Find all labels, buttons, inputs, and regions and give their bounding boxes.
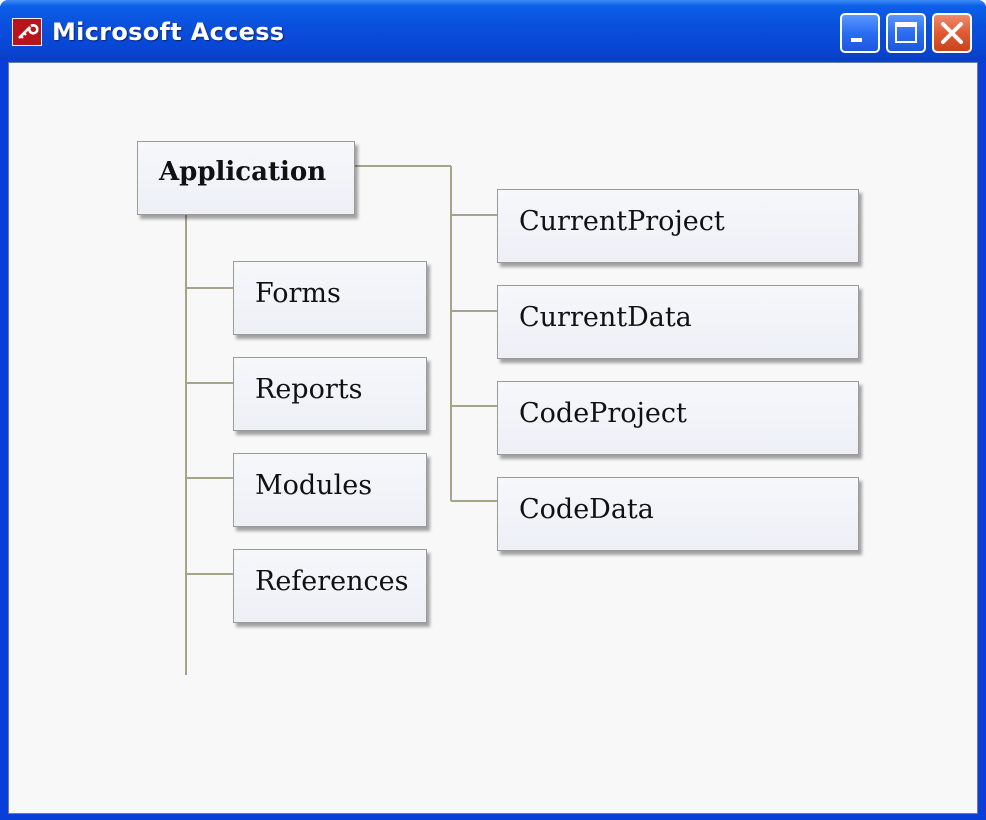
diagram-node-references: References <box>233 549 427 623</box>
node-label: CodeData <box>519 494 654 525</box>
diagram-node-forms: Forms <box>233 261 427 335</box>
node-label: Modules <box>255 470 373 501</box>
diagram-node-application: Application <box>137 141 355 215</box>
minimize-icon <box>851 38 862 42</box>
maximize-button[interactable] <box>886 13 926 53</box>
diagram-node-codeproject: CodeProject <box>497 381 859 455</box>
diagram-node-currentdata: CurrentData <box>497 285 859 359</box>
client-area: Application Forms Reports Modules Refere… <box>8 62 978 814</box>
title-bar[interactable]: Microsoft Access <box>0 0 986 60</box>
diagram-node-reports: Reports <box>233 357 427 431</box>
node-label: CurrentData <box>519 302 692 333</box>
close-icon <box>941 22 963 44</box>
node-label: Reports <box>255 374 363 405</box>
access-key-glyph <box>18 24 39 39</box>
node-label: CodeProject <box>519 398 687 429</box>
diagram-node-currentproject: CurrentProject <box>497 189 859 263</box>
maximize-icon <box>895 22 917 43</box>
window-title: Microsoft Access <box>52 18 285 46</box>
close-button[interactable] <box>932 13 972 53</box>
access-key-icon[interactable] <box>12 18 42 46</box>
diagram-node-codedata: CodeData <box>497 477 859 551</box>
node-label: References <box>255 566 409 597</box>
minimize-button[interactable] <box>840 13 880 53</box>
node-label: CurrentProject <box>519 206 725 237</box>
diagram-node-modules: Modules <box>233 453 427 527</box>
node-label: Application <box>159 157 327 187</box>
connector-lines <box>185 165 498 675</box>
node-label: Forms <box>255 278 341 309</box>
